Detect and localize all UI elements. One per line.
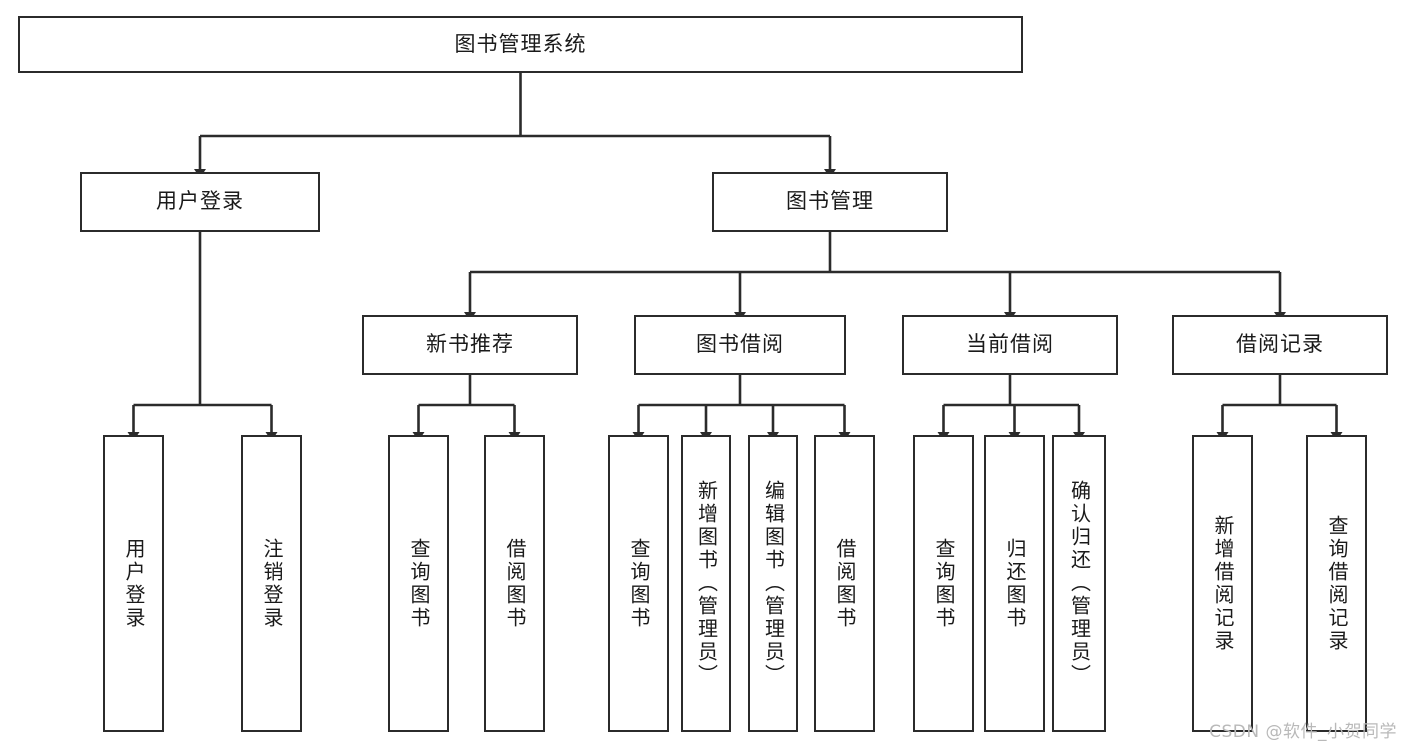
node-label: 新增借阅记录 [1211, 514, 1235, 653]
node-login[interactable]: 用户登录 [80, 172, 320, 232]
node-leaf2[interactable]: 注销登录 [241, 435, 302, 732]
watermark-label: CSDN @软件_小贺同学 [1209, 722, 1397, 742]
node-label: 查询图书 [407, 537, 431, 630]
node-label: 新书推荐 [426, 332, 514, 357]
node-label: 图书管理系统 [454, 31, 587, 56]
node-leaf8[interactable]: 借阅图书 [814, 435, 875, 732]
node-label: 归还图书 [1003, 537, 1027, 630]
node-records[interactable]: 借阅记录 [1172, 315, 1388, 375]
node-root[interactable]: 图书管理系统 [18, 16, 1023, 73]
node-label: 借阅图书 [833, 537, 857, 630]
node-leaf4[interactable]: 借阅图书 [484, 435, 545, 732]
node-label: 借阅图书 [503, 537, 527, 630]
node-borrow[interactable]: 图书借阅 [634, 315, 846, 375]
node-bookmgmt[interactable]: 图书管理 [712, 172, 948, 232]
node-label: 当前借阅 [966, 332, 1054, 357]
node-label: 用户登录 [122, 537, 146, 630]
node-leaf13[interactable]: 查询借阅记录 [1306, 435, 1367, 732]
node-leaf9[interactable]: 查询图书 [913, 435, 974, 732]
node-leaf10[interactable]: 归还图书 [984, 435, 1045, 732]
node-label: 图书借阅 [696, 332, 784, 357]
node-label: 查询图书 [627, 537, 651, 630]
node-label: 图书管理 [786, 189, 874, 214]
node-label: 用户登录 [156, 189, 244, 214]
node-label: 确认归还（管理员） [1067, 480, 1092, 687]
node-label: 新增图书（管理员） [694, 480, 719, 687]
node-label: 注销登录 [260, 537, 284, 630]
node-leaf11[interactable]: 确认归还（管理员） [1052, 435, 1106, 732]
node-label: 编辑图书（管理员） [761, 480, 786, 687]
node-leaf6[interactable]: 新增图书（管理员） [681, 435, 731, 732]
node-leaf12[interactable]: 新增借阅记录 [1192, 435, 1253, 732]
node-newbook[interactable]: 新书推荐 [362, 315, 578, 375]
node-leaf7[interactable]: 编辑图书（管理员） [748, 435, 798, 732]
node-leaf3[interactable]: 查询图书 [388, 435, 449, 732]
node-label: 查询图书 [932, 537, 956, 630]
node-current[interactable]: 当前借阅 [902, 315, 1118, 375]
node-leaf1[interactable]: 用户登录 [103, 435, 164, 732]
node-label: 查询借阅记录 [1325, 514, 1349, 653]
node-leaf5[interactable]: 查询图书 [608, 435, 669, 732]
node-label: 借阅记录 [1236, 332, 1324, 357]
